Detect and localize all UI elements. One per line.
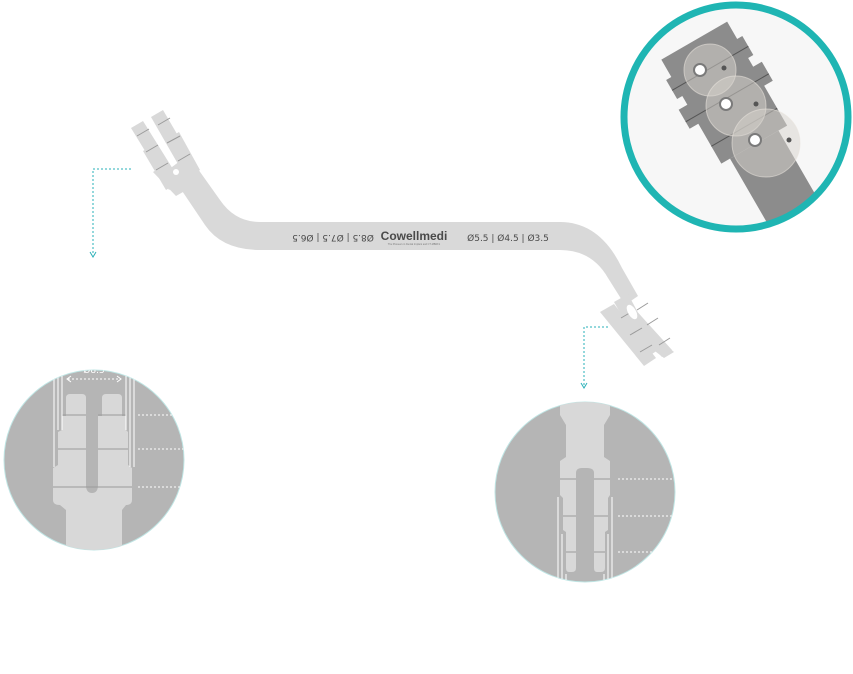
photo-frame-ring xyxy=(620,1,852,233)
instrument-body xyxy=(168,155,638,305)
right-tip-detail xyxy=(494,401,676,583)
brand-tagline: The Pioneers in Dental Implant and CT-MB… xyxy=(388,243,441,246)
left-fork-tip xyxy=(131,110,200,196)
right-fork-tip xyxy=(600,294,674,366)
brand-logo: Cowellmedi xyxy=(381,229,448,243)
right-end-sizes: Ø5.5 | Ø4.5 | Ø3.5 xyxy=(467,233,549,244)
left-end-sizes: Ø8.5 | Ø7.5 | Ø6.5 xyxy=(292,232,374,243)
left-tip-callout xyxy=(89,168,131,258)
right-tip-callout xyxy=(580,326,608,389)
tip-photo-inset xyxy=(620,1,852,233)
left-tip-detail: Ø8.5 xyxy=(3,365,185,551)
left-detail-dimension: Ø8.5 xyxy=(83,365,104,376)
